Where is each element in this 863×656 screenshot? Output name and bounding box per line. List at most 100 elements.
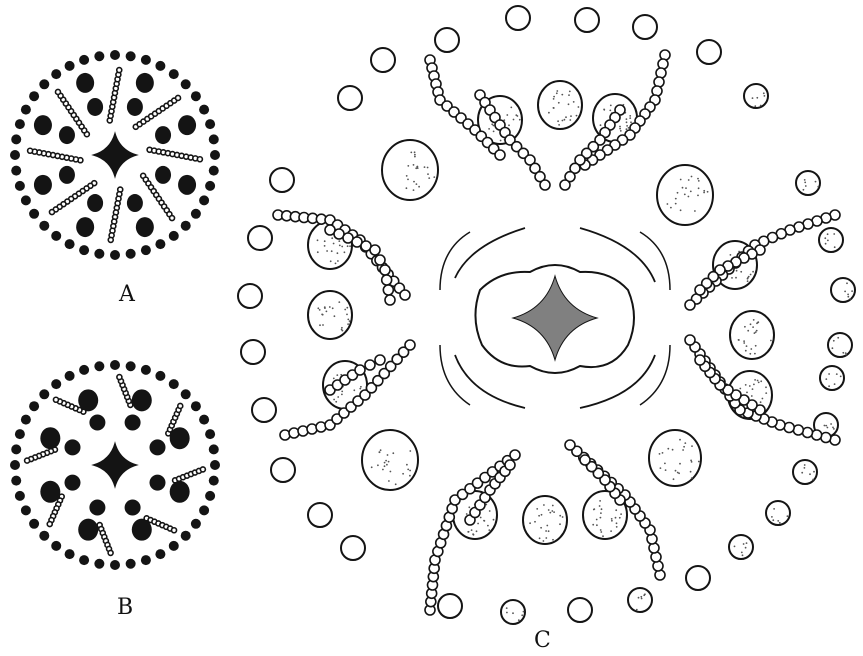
a-ring-dot bbox=[29, 209, 39, 219]
b-xylem-blob bbox=[89, 499, 105, 515]
b-ring-dot bbox=[191, 401, 201, 411]
c-ring-cell bbox=[241, 340, 265, 364]
a-ring-dot bbox=[79, 245, 89, 255]
a-ring-dot bbox=[51, 231, 61, 241]
a-xylem-blob bbox=[136, 73, 154, 93]
b-xylem-blob bbox=[149, 439, 165, 455]
a-ring-dot bbox=[181, 79, 191, 89]
b-ring-dot bbox=[199, 505, 209, 515]
b-ring-dot bbox=[10, 460, 20, 470]
c-xylem-cell bbox=[538, 81, 582, 129]
a-ring-dot bbox=[10, 150, 20, 160]
b-ring-dot bbox=[199, 415, 209, 425]
a-phloem-strand bbox=[28, 148, 83, 162]
a-ring-dot bbox=[205, 119, 215, 129]
c-xylem-cell bbox=[657, 165, 713, 225]
c-ring-cell bbox=[686, 566, 710, 590]
c-ring-cell bbox=[271, 458, 295, 482]
a-xylem-blob bbox=[59, 166, 75, 184]
c-ring-cell bbox=[506, 6, 530, 30]
a-ring-dot bbox=[11, 134, 21, 144]
a-ring-dot bbox=[65, 61, 75, 71]
a-ring-dot bbox=[141, 55, 151, 65]
a-ring-dot bbox=[181, 221, 191, 231]
b-ring-dot bbox=[155, 371, 165, 381]
a-xylem-blob bbox=[59, 126, 75, 144]
a-pith-star bbox=[93, 133, 137, 177]
c-xylem-cell bbox=[382, 140, 438, 200]
b-ring-dot bbox=[11, 476, 21, 486]
c-ring-cell bbox=[828, 333, 852, 357]
b-ring-dot bbox=[110, 360, 120, 370]
c-xylem-cell bbox=[649, 430, 701, 486]
a-xylem-blob bbox=[127, 194, 143, 212]
c-ring-cell bbox=[744, 84, 768, 108]
b-ring-dot bbox=[21, 415, 31, 425]
c-xylem-cell bbox=[362, 430, 418, 490]
c-ring-cell bbox=[766, 501, 790, 525]
panel-label-c: C bbox=[534, 630, 551, 652]
b-ring-dot bbox=[29, 401, 39, 411]
c-ring-cell bbox=[341, 536, 365, 560]
b-pith-star bbox=[93, 443, 137, 487]
b-ring-dot bbox=[39, 389, 49, 399]
a-ring-dot bbox=[65, 239, 75, 249]
c-pericycle-arc bbox=[455, 355, 525, 408]
panel-c bbox=[238, 6, 855, 624]
a-ring-dot bbox=[94, 249, 104, 259]
b-xylem-blob bbox=[125, 415, 141, 431]
b-ring-dot bbox=[205, 429, 215, 439]
a-xylem-blob bbox=[87, 98, 103, 116]
b-ring-dot bbox=[65, 549, 75, 559]
a-ring-dot bbox=[11, 166, 21, 176]
c-ring-cell bbox=[252, 398, 276, 422]
a-ring-dot bbox=[110, 250, 120, 260]
b-ring-dot bbox=[181, 389, 191, 399]
c-ring-cell bbox=[819, 228, 843, 252]
c-ring-cell bbox=[501, 600, 525, 624]
b-ring-dot bbox=[169, 379, 179, 389]
b-ring-dot bbox=[39, 531, 49, 541]
b-ring-dot bbox=[15, 491, 25, 501]
a-ring-dot bbox=[191, 91, 201, 101]
b-ring-dot bbox=[94, 559, 104, 569]
b-ring-dot bbox=[51, 379, 61, 389]
a-ring-dot bbox=[39, 79, 49, 89]
a-ring-dot bbox=[209, 134, 219, 144]
c-ring-cell bbox=[796, 171, 820, 195]
b-ring-dot bbox=[11, 444, 21, 454]
b-ring-dot bbox=[65, 371, 75, 381]
c-ring-cell bbox=[308, 503, 332, 527]
b-ring-dot bbox=[15, 429, 25, 439]
panel-b bbox=[10, 360, 220, 570]
c-xylem-cell bbox=[730, 311, 774, 359]
a-xylem-blob bbox=[34, 115, 52, 135]
b-ring-dot bbox=[141, 555, 151, 565]
b-ring-dot bbox=[126, 361, 136, 371]
c-ring-cell bbox=[238, 284, 262, 308]
b-ring-dot bbox=[191, 519, 201, 529]
b-ring-dot bbox=[94, 361, 104, 371]
b-ring-dot bbox=[209, 444, 219, 454]
a-ring-dot bbox=[169, 69, 179, 79]
c-ring-cell bbox=[697, 40, 721, 64]
a-ring-dot bbox=[169, 231, 179, 241]
a-ring-dot bbox=[94, 51, 104, 61]
c-ring-cell bbox=[633, 15, 657, 39]
a-ring-dot bbox=[126, 249, 136, 259]
c-ring-cell bbox=[831, 278, 855, 302]
a-phloem-strand bbox=[108, 187, 122, 242]
a-xylem-blob bbox=[155, 126, 171, 144]
b-phloem-strand bbox=[25, 447, 58, 463]
b-phloem-strand bbox=[173, 467, 206, 483]
c-ring-cell bbox=[568, 598, 592, 622]
a-ring-dot bbox=[29, 91, 39, 101]
a-xylem-blob bbox=[87, 194, 103, 212]
a-phloem-strand bbox=[107, 68, 121, 123]
a-phloem-strand bbox=[147, 147, 202, 161]
a-ring-dot bbox=[199, 105, 209, 115]
a-ring-dot bbox=[205, 181, 215, 191]
b-phloem-strand bbox=[97, 523, 113, 556]
